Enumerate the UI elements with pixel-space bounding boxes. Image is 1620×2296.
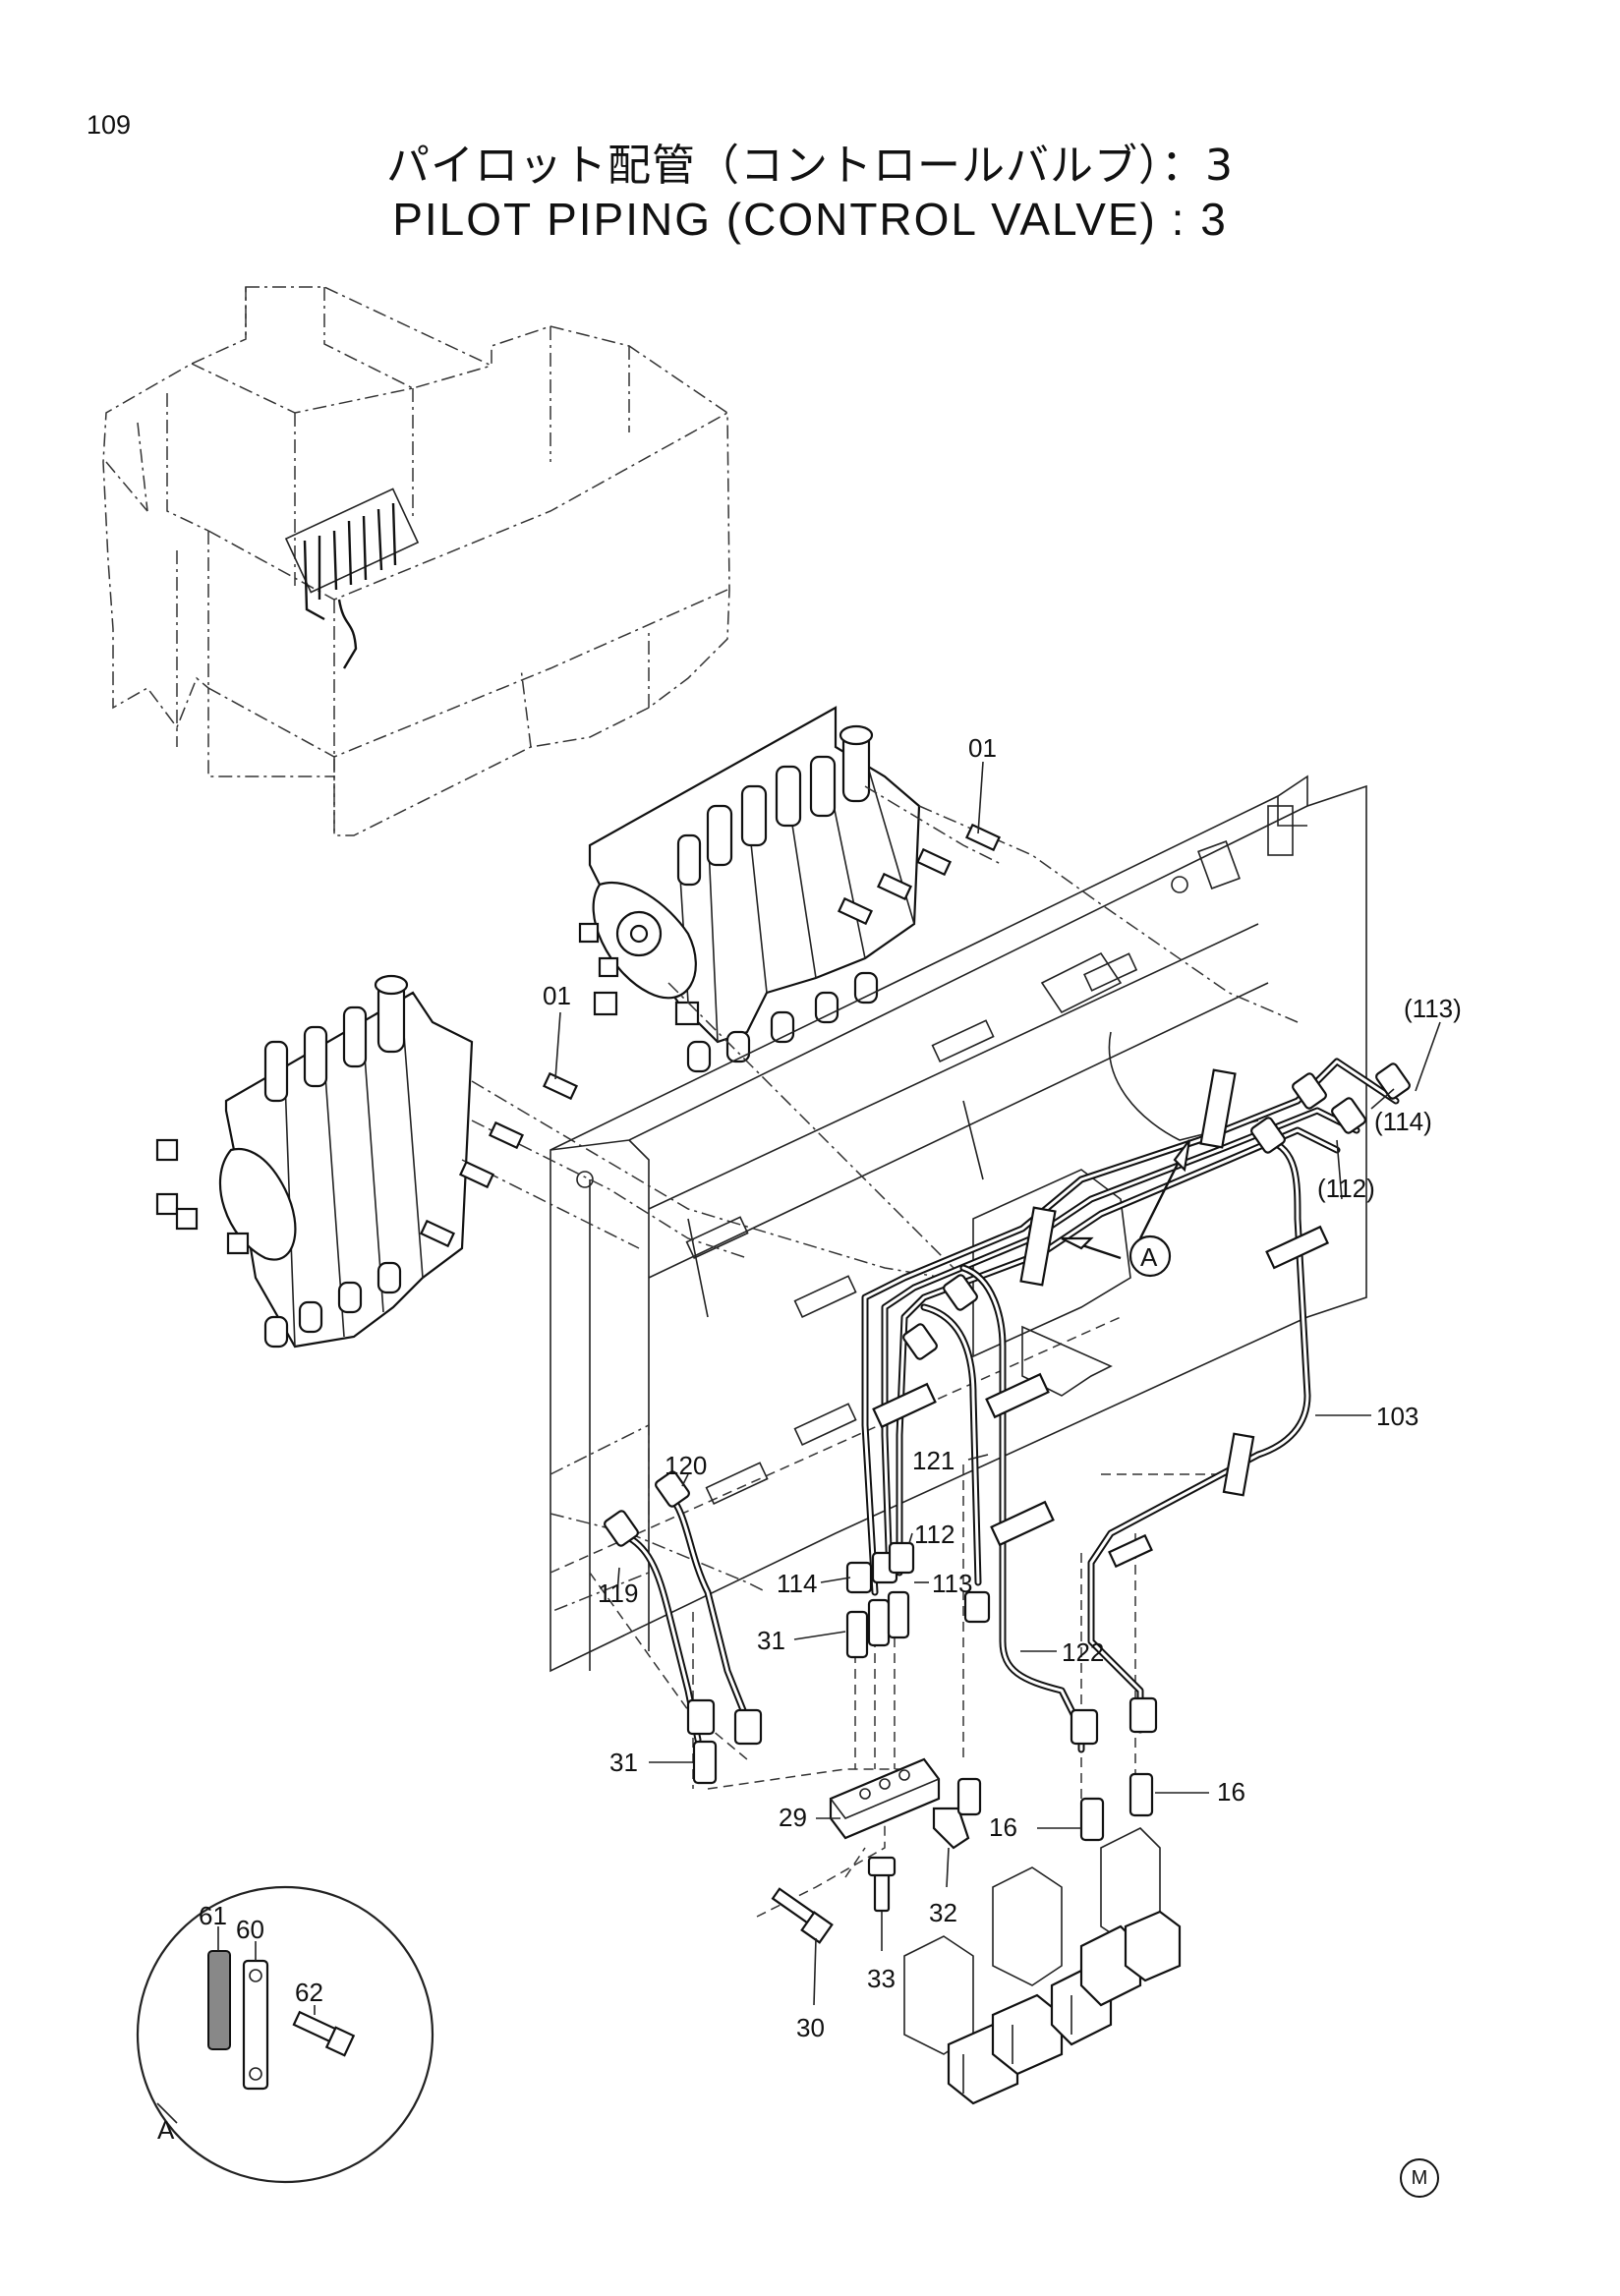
junction-block-29 xyxy=(829,1757,941,1840)
mounting-frame-outline xyxy=(550,775,1367,1673)
label-01-lower: 01 xyxy=(543,981,571,1010)
label-114-ref: (114) xyxy=(1374,1107,1432,1136)
label-detail-a: A xyxy=(157,2115,175,2145)
detail-view-a xyxy=(136,1885,434,2184)
page-number: 109 xyxy=(87,110,132,140)
label-01-upper: 01 xyxy=(968,733,997,763)
adapter-fittings-01 xyxy=(419,823,1002,1248)
label-112: 112 xyxy=(914,1520,955,1549)
label-121: 121 xyxy=(912,1446,955,1475)
page-title-japanese: パイロット配管（コントロールバルブ）：3 xyxy=(386,141,1234,191)
connector-fittings xyxy=(692,1590,1154,1850)
label-60: 60 xyxy=(236,1915,264,1944)
label-103: 103 xyxy=(1376,1402,1418,1431)
label-120: 120 xyxy=(665,1451,707,1480)
pipe-routing-lines xyxy=(461,785,1299,1918)
detail-a-indicator: A xyxy=(1061,1139,1191,1278)
label-31-lower: 31 xyxy=(609,1748,638,1777)
bolts xyxy=(771,1856,897,1944)
label-31-upper: 31 xyxy=(757,1626,785,1655)
control-valve-rear xyxy=(578,706,921,1073)
pipe-nuts xyxy=(604,1062,1411,1746)
label-114: 114 xyxy=(777,1569,817,1598)
view-a-label: A xyxy=(1140,1242,1158,1272)
corner-mark: M xyxy=(1400,2158,1439,2198)
label-113-ref: (113) xyxy=(1404,994,1462,1023)
page-title-english: PILOT PIPING (CONTROL VALVE) : 3 xyxy=(392,194,1228,245)
label-61: 61 xyxy=(199,1901,227,1930)
leader-lines xyxy=(554,761,1441,2006)
pipe-clamps xyxy=(872,1068,1330,1569)
label-33: 33 xyxy=(867,1964,896,1993)
label-119: 119 xyxy=(598,1578,638,1608)
label-122: 122 xyxy=(1062,1637,1104,1667)
label-16-right: 16 xyxy=(1217,1777,1245,1807)
label-113: 113 xyxy=(932,1569,972,1598)
machine-body-outline xyxy=(102,286,730,836)
part-number-labels: 01 01 (113) (114) (112) 103 120 121 112 … xyxy=(157,733,1462,2145)
wiring-harness-detail xyxy=(284,488,420,669)
label-62: 62 xyxy=(295,1978,323,2007)
label-29: 29 xyxy=(779,1803,807,1832)
label-16-left: 16 xyxy=(989,1812,1017,1842)
label-32: 32 xyxy=(929,1898,957,1927)
control-valve-front xyxy=(155,974,474,1349)
lower-brackets xyxy=(903,1827,1182,2105)
label-30: 30 xyxy=(796,2013,825,2042)
label-112-ref: (112) xyxy=(1317,1174,1375,1203)
